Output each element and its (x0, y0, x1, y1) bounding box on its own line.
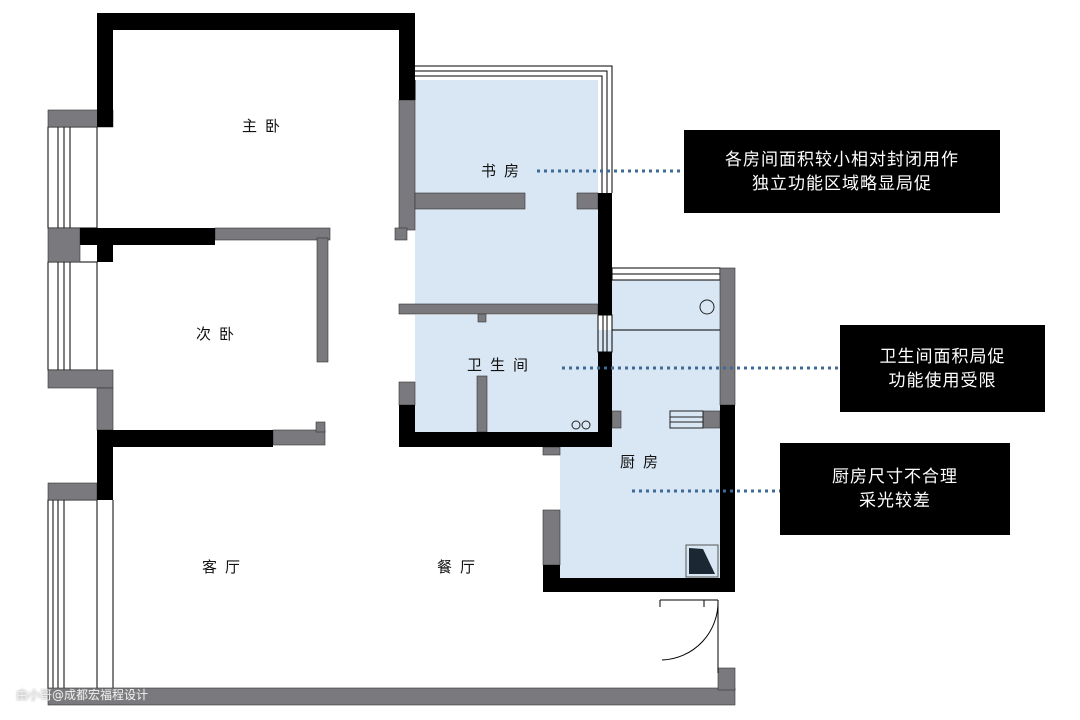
fixtures (571, 299, 719, 673)
note-text: 独立功能区域略显局促 (752, 173, 932, 194)
room-label-second-bedroom: 次卧 (196, 325, 242, 343)
drain-icon (571, 420, 581, 430)
room-label-living-room: 客厅 (202, 558, 248, 576)
note-text: 厨房尺寸不合理 (832, 467, 958, 487)
sink-icon (669, 410, 704, 429)
room-label-master-bedroom: 主卧 (242, 117, 288, 135)
room-label-bathroom: 卫生间 (467, 356, 536, 374)
room-label-dining-room: 餐厅 (437, 558, 483, 576)
load-bearing-walls (80, 13, 735, 592)
note-text: 卫生间面积局促 (879, 346, 1006, 367)
partition-walls (47, 99, 736, 706)
door-swing-icon (659, 599, 719, 673)
room-label-study: 书房 (481, 162, 527, 180)
note-text: 功能使用受限 (888, 370, 997, 391)
note-text: 采光较差 (859, 491, 931, 511)
note-bathroom: 卫生间面积局促 功能使用受限 (840, 325, 1045, 412)
kitchen-area (560, 330, 720, 580)
room-label-kitchen: 厨房 (620, 453, 666, 471)
stove-icon (685, 544, 719, 578)
note-kitchen: 厨房尺寸不合理 采光较差 (780, 443, 1010, 535)
note-text: 各房间面积较小相对封闭用作 (725, 149, 959, 170)
note-rooms: 各房间面积较小相对封闭用作 独立功能区域略显局促 (684, 130, 1000, 213)
leader-lines (537, 169, 840, 493)
highlight-areas (415, 80, 720, 580)
floor-drain-icon (699, 299, 715, 315)
watermark: 由小哥@成都宏福程设计 (16, 688, 149, 702)
